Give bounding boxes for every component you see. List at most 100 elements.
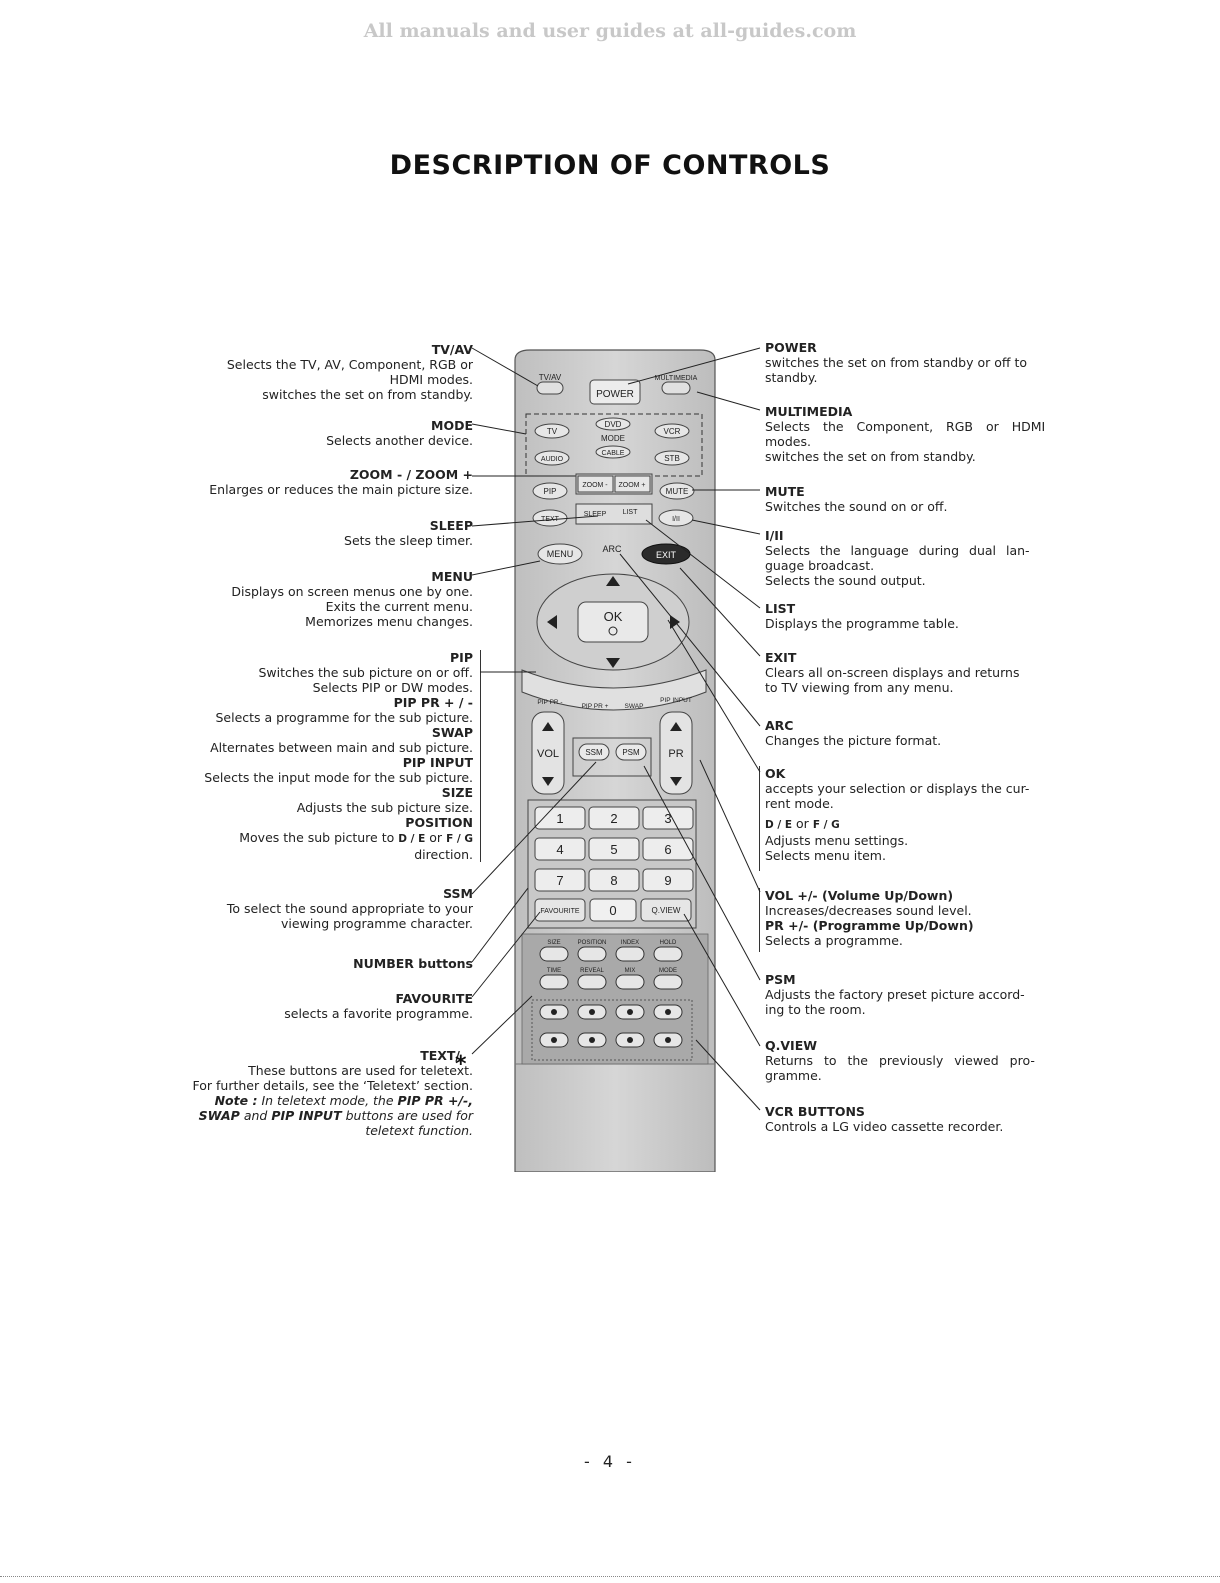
dvd-mode-label: DVD xyxy=(605,420,622,429)
number-key[interactable] xyxy=(642,806,694,830)
zoom-minus-button[interactable] xyxy=(577,475,614,493)
ssm-line: viewing programme character. xyxy=(281,916,473,931)
arc-heading: ARC xyxy=(765,718,794,733)
number-key[interactable] xyxy=(534,837,586,861)
note-bold: PIP INPUT xyxy=(271,1108,342,1123)
ssm-description: SSM To select the sound appropriate to y… xyxy=(150,886,473,931)
favourite-description: FAVOURITE selects a favorite programme. xyxy=(150,991,473,1021)
pip-button[interactable] xyxy=(532,482,568,500)
number-key[interactable] xyxy=(642,868,694,892)
ok-line: Selects menu item. xyxy=(765,848,886,863)
psm-line: ing to the room. xyxy=(765,1002,866,1017)
number-key[interactable] xyxy=(534,868,586,892)
teletext-key[interactable] xyxy=(615,974,645,990)
power-button[interactable] xyxy=(589,379,641,405)
down-arrow-icon[interactable] xyxy=(606,658,620,668)
teletext-key[interactable] xyxy=(653,974,683,990)
mode-description: MODE Selects another device. xyxy=(150,418,473,448)
volume-rocker[interactable] xyxy=(531,711,565,795)
mute-line: Switches the sound on or off. xyxy=(765,499,948,514)
cable-mode-button[interactable] xyxy=(595,445,631,459)
audio-mode-button[interactable] xyxy=(534,450,570,466)
zoom-heading: ZOOM - / ZOOM + xyxy=(349,467,473,482)
i-ii-line: Selects the sound output. xyxy=(765,573,926,588)
vcr-line: Controls a LG video cassette recorder. xyxy=(765,1119,1004,1134)
pip-control-bar[interactable] xyxy=(521,669,707,711)
power-line: standby. xyxy=(765,370,818,385)
teletext-key[interactable] xyxy=(615,946,645,962)
ssm-button[interactable] xyxy=(578,743,610,761)
position-text: Moves the sub picture to xyxy=(239,830,395,845)
tvav-button[interactable] xyxy=(536,381,564,395)
mute-button[interactable] xyxy=(659,482,695,500)
sleep-remote-label[interactable]: SLEEP xyxy=(584,511,607,518)
vcr-mode-button[interactable] xyxy=(654,423,690,439)
zero-button[interactable] xyxy=(589,898,637,922)
number-key-label: 9 xyxy=(664,873,671,888)
number-key[interactable] xyxy=(588,868,640,892)
zoom-description: ZOOM - / ZOOM + Enlarges or reduces the … xyxy=(150,467,473,497)
ok-bracket xyxy=(759,766,760,871)
number-key[interactable] xyxy=(588,806,640,830)
arc-line: Changes the picture format. xyxy=(765,733,942,748)
position-line: Moves the sub picture to D / E or F / G xyxy=(150,830,473,847)
teletext-key[interactable] xyxy=(577,974,607,990)
menu-description: MENU Displays on screen menus one by one… xyxy=(150,569,473,629)
vol-pr-description: VOL +/- (Volume Up/Down) Increases/decre… xyxy=(765,888,1047,948)
teletext-key[interactable] xyxy=(539,974,569,990)
arc-description: ARC Changes the picture format. xyxy=(765,718,1047,748)
mute-description: MUTE Switches the sound on or off. xyxy=(765,484,1047,514)
teletext-key[interactable] xyxy=(653,946,683,962)
vol-line: Increases/decreases sound level. xyxy=(765,903,972,918)
tv-mode-button[interactable] xyxy=(534,423,570,439)
volume-up-icon xyxy=(542,722,554,731)
left-arrow-icon[interactable] xyxy=(547,615,557,629)
vcr-key-icon xyxy=(627,1037,633,1043)
number-key-label: 1 xyxy=(556,811,563,826)
programme-rocker[interactable] xyxy=(659,711,693,795)
vcr-key-icon xyxy=(627,1009,633,1015)
list-remote-label[interactable]: LIST xyxy=(623,509,639,516)
pip-remote-label: PIP xyxy=(544,487,557,496)
number-key[interactable] xyxy=(642,837,694,861)
psm-button[interactable] xyxy=(615,743,647,761)
teletext-key[interactable] xyxy=(577,946,607,962)
swap-remote-label: SWAP xyxy=(625,703,644,710)
i-ii-heading: I/II xyxy=(765,528,784,543)
power-line: switches the set on from standby or off … xyxy=(765,355,1028,370)
pip-heading: PIP xyxy=(450,650,473,665)
teletext-key[interactable] xyxy=(539,946,569,962)
pip-line: Selects PIP or DW modes. xyxy=(312,680,473,695)
favourite-button[interactable] xyxy=(534,898,586,922)
text-line: These buttons are used for teletext. xyxy=(248,1063,473,1078)
vcr-key-icon xyxy=(551,1009,557,1015)
i-ii-button[interactable] xyxy=(658,509,694,527)
pip-line: Switches the sub picture on or off. xyxy=(258,665,473,680)
menu-button[interactable] xyxy=(537,543,583,565)
qview-remote-label: Q.VIEW xyxy=(652,906,681,915)
multimedia-remote-label: MULTIMEDIA xyxy=(655,375,698,382)
teletext-key-label: MIX xyxy=(625,968,636,974)
sleep-line: Sets the sleep timer. xyxy=(344,533,473,548)
number-key-label: 3 xyxy=(664,811,671,826)
mode-line: Selects another device. xyxy=(326,433,473,448)
dvd-mode-button[interactable] xyxy=(595,417,631,431)
multimedia-description: MULTIMEDIA Selects the Component, RGB or… xyxy=(765,404,1047,464)
zoom-plus-button[interactable] xyxy=(614,475,651,493)
number-key[interactable] xyxy=(588,837,640,861)
up-arrow-icon[interactable] xyxy=(606,576,620,586)
stb-mode-button[interactable] xyxy=(654,450,690,466)
ok-button[interactable] xyxy=(577,601,649,643)
arc-remote-label[interactable]: ARC xyxy=(602,544,622,554)
ok-line: rent mode. xyxy=(765,796,834,811)
multimedia-button[interactable] xyxy=(661,381,691,395)
text-heading: TEXT/ xyxy=(420,1048,460,1063)
swap-line: Alternates between main and sub picture. xyxy=(210,740,473,755)
page-number: - 4 - xyxy=(584,1452,636,1471)
number-key[interactable] xyxy=(534,806,586,830)
mute-heading: MUTE xyxy=(765,484,805,499)
favourite-remote-label: FAVOURITE xyxy=(540,908,579,915)
vcr-key-icon xyxy=(551,1037,557,1043)
qview-button[interactable] xyxy=(640,898,692,922)
power-description: POWER switches the set on from standby o… xyxy=(765,340,1047,385)
